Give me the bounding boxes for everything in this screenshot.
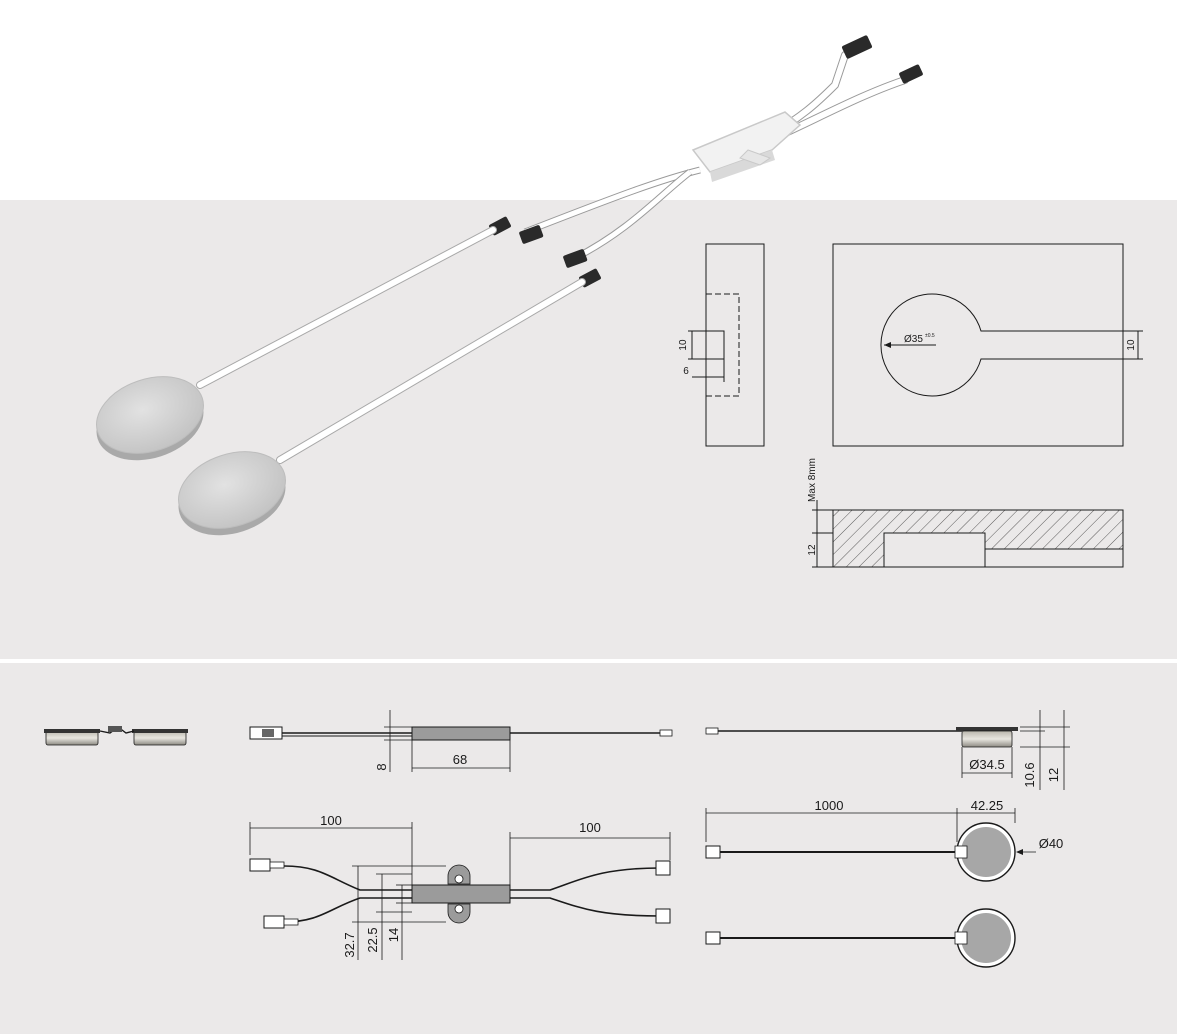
cable-left-label: 100	[320, 813, 342, 828]
sensor-cap-icon	[178, 451, 286, 536]
hub-icon	[691, 111, 802, 182]
hub-dim-b-label: 22.5	[365, 927, 380, 952]
max-depth-label: Max 8mm	[807, 458, 818, 502]
sensor-inner-diameter-label: Ø34.5	[969, 757, 1004, 772]
sensor-height-a-label: 10.6	[1022, 762, 1037, 787]
dimension-arrow-icon	[884, 342, 891, 348]
sensor-cap-icon	[96, 376, 204, 461]
hub-dim-a-label: 32.7	[342, 932, 357, 957]
cutout-section-view	[812, 500, 1124, 568]
cutout-top-view	[832, 243, 1143, 447]
sensor-side-view	[705, 710, 1070, 790]
sensor-top-view	[705, 808, 1036, 882]
connector-icon	[899, 64, 923, 84]
dimension-arrow-icon	[1016, 849, 1023, 855]
hub-height-label: 8	[374, 763, 389, 770]
side-height-label: 10	[678, 339, 689, 351]
sensor-offset-label: 42.25	[971, 798, 1004, 813]
hole-tolerance-label: ±0.5	[925, 333, 935, 339]
connector-icon	[563, 249, 588, 268]
hub-length-label: 68	[453, 752, 467, 767]
sensor-height-b-label: 12	[1046, 768, 1061, 782]
side-width-label: 6	[683, 366, 689, 377]
cutout-side-view	[688, 243, 765, 447]
connector-icon	[519, 225, 544, 244]
hub-side-view	[249, 710, 673, 772]
assembly-side-thumbnail	[44, 726, 188, 746]
top-white-area	[0, 0, 1177, 200]
sensor-outer-diameter-label: Ø40	[1039, 836, 1064, 851]
sensor-cable-label: 1000	[815, 798, 844, 813]
connector-icon	[842, 35, 872, 59]
panel-divider	[0, 659, 1177, 663]
cable-right-label: 100	[579, 820, 601, 835]
hole-diameter-label: Ø35	[904, 334, 923, 345]
hub-dim-c-label: 14	[386, 928, 401, 942]
sensor-top-view	[705, 908, 1016, 968]
product-render	[96, 35, 923, 536]
slot-width-label: 10	[1126, 339, 1137, 351]
hub-top-view	[249, 822, 671, 960]
thickness-label: 12	[807, 544, 818, 556]
